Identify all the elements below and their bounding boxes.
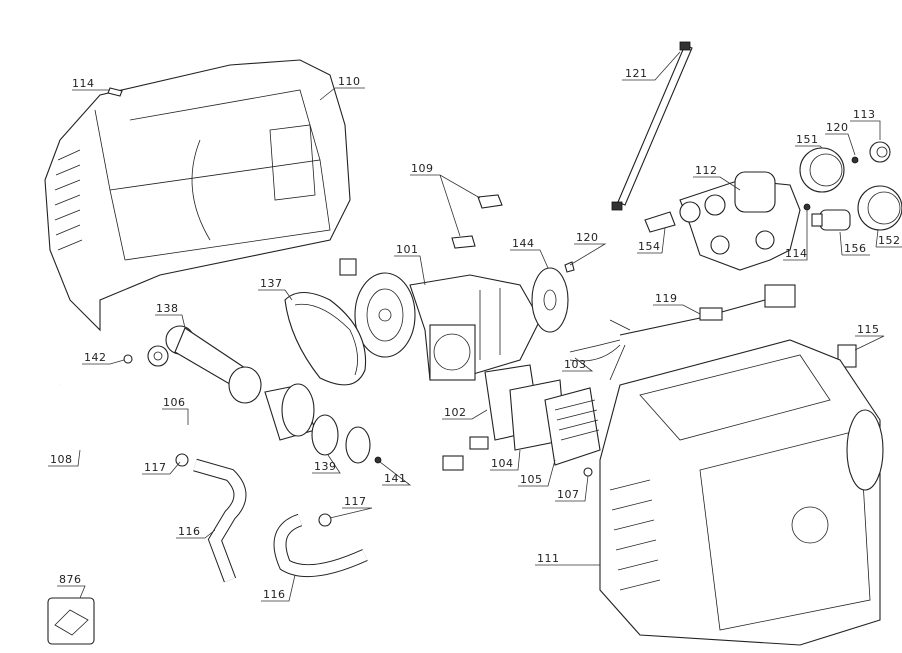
part-109-filter-a xyxy=(477,194,503,209)
part-piston-plate xyxy=(345,426,371,464)
part-138-connecting-rod xyxy=(165,325,262,404)
label-120: 120 xyxy=(826,121,849,134)
label-115: 115 xyxy=(857,323,880,336)
label-876: 876 xyxy=(59,573,82,586)
part-101-motor xyxy=(354,272,541,381)
part-103-wire xyxy=(569,339,621,362)
part-113-valve xyxy=(869,141,891,163)
part-152-gauge xyxy=(857,185,902,231)
part-112-manifold xyxy=(679,171,801,271)
part-144-fan xyxy=(531,267,569,333)
label-117: 117 xyxy=(144,461,167,474)
part-109-filter-b xyxy=(451,235,476,249)
part-142-bearing xyxy=(147,345,169,367)
label-137: 137 xyxy=(260,277,283,290)
part-105-head xyxy=(544,387,601,466)
part-119-power-cord xyxy=(609,284,796,381)
label-142: 142 xyxy=(84,351,107,364)
part-117-clamp-b xyxy=(318,513,332,527)
label-105: 105 xyxy=(520,473,543,486)
part-120-screw xyxy=(564,261,575,273)
label-103: 103 xyxy=(564,358,587,371)
label-156: 156 xyxy=(844,242,867,255)
label-116b: 116 xyxy=(263,588,286,601)
label-116: 116 xyxy=(178,525,201,538)
part-114-screw-b xyxy=(803,203,811,211)
label-151: 151 xyxy=(796,133,819,146)
label-154: 154 xyxy=(638,240,661,253)
part-121-rod xyxy=(611,41,693,211)
label-141: 141 xyxy=(384,472,407,485)
label-107: 107 xyxy=(557,488,580,501)
part-108-tube-inner xyxy=(42,384,190,454)
label-102: 102 xyxy=(444,406,467,419)
part-labels: 114 110 121 113 120 151 112 109 144 120 … xyxy=(50,67,901,601)
part-seal-a xyxy=(469,436,489,450)
part-seal-b xyxy=(442,455,464,471)
part-142-screw xyxy=(123,354,133,364)
part-154-fitting xyxy=(644,211,676,233)
part-cylinder xyxy=(264,383,316,441)
label-104: 104 xyxy=(491,457,514,470)
part-151-gauge xyxy=(799,147,845,193)
part-square-seal xyxy=(339,258,357,276)
label-113: 113 xyxy=(853,108,876,121)
label-117b: 117 xyxy=(344,495,367,508)
label-101: 101 xyxy=(396,243,419,256)
label-106: 106 xyxy=(163,396,186,409)
part-120-nut xyxy=(851,156,859,164)
part-111-front-housing xyxy=(599,339,884,646)
label-121: 121 xyxy=(625,67,648,80)
label-138: 138 xyxy=(156,302,179,315)
label-111: 111 xyxy=(537,552,560,565)
part-156-coupler xyxy=(811,209,851,231)
label-114b: 114 xyxy=(785,247,808,260)
label-110: 110 xyxy=(338,75,361,88)
label-144: 144 xyxy=(512,237,535,250)
label-108: 108 xyxy=(50,453,73,466)
part-114-screw xyxy=(107,87,123,97)
label-112: 112 xyxy=(695,164,718,177)
label-114: 114 xyxy=(72,77,95,90)
label-152: 152 xyxy=(878,234,901,247)
part-137-belt xyxy=(284,291,367,386)
label-109: 109 xyxy=(411,162,434,175)
label-120b: 120 xyxy=(576,231,599,244)
part-107-plug xyxy=(583,467,593,477)
label-119: 119 xyxy=(655,292,678,305)
part-876-kit-box xyxy=(47,597,95,645)
leader-lines xyxy=(48,51,902,602)
part-115-switch xyxy=(837,344,857,368)
part-141-screw xyxy=(374,456,382,464)
label-139: 139 xyxy=(314,460,337,473)
part-110-rear-housing xyxy=(44,59,351,332)
part-139-ring xyxy=(311,414,339,456)
